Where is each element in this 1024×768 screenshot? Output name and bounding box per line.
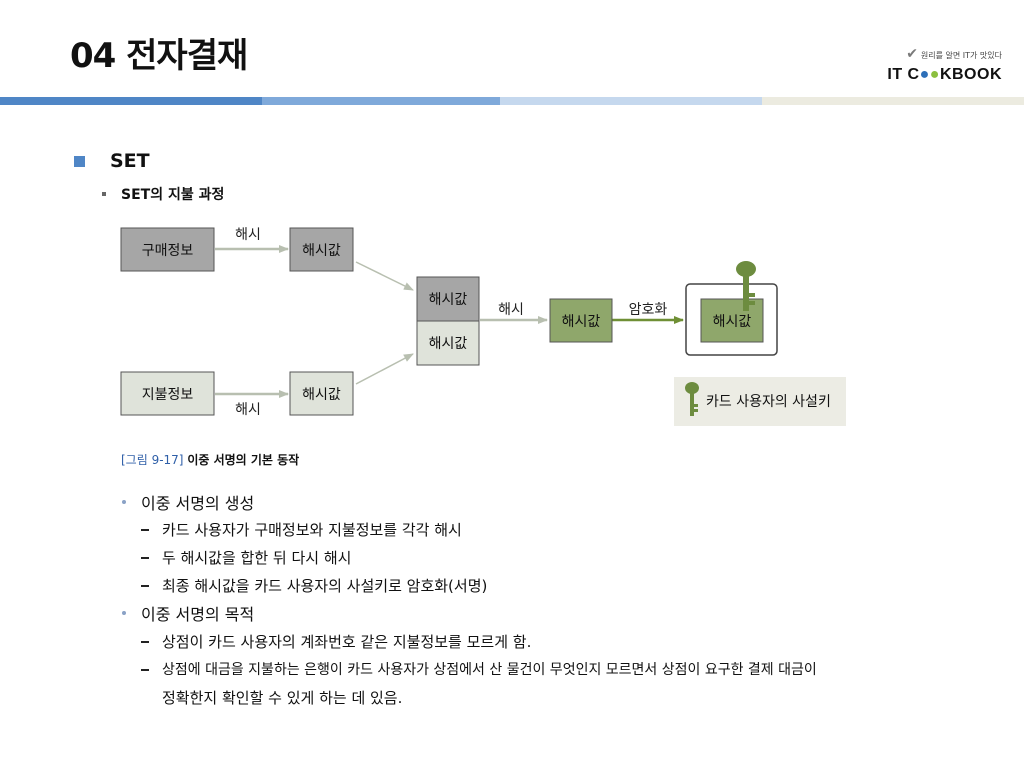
signed-value-box <box>700 298 764 343</box>
logo-brand-dot-green: ● <box>929 66 940 83</box>
stack-top-label: 해시값 <box>429 292 468 308</box>
bullet-2: 이중 서명의 목적 <box>141 605 255 624</box>
bullet-2-item-2-continued: 정확한지 확인할 수 있게 하는 데 있음. <box>162 689 403 707</box>
signed-value-label: 해시값 <box>713 314 752 330</box>
encrypt-label: 암호화 <box>629 302 668 318</box>
arrow-bottom-to-stack <box>355 353 414 385</box>
purchase-info-box <box>120 227 215 272</box>
logo-brand-dot-blue: ● <box>919 66 930 83</box>
page-title: 04 전자결재 <box>70 36 248 76</box>
small-square-bullet-icon <box>102 192 106 196</box>
bullet-dot-icon <box>122 500 126 504</box>
hash-value-top-box <box>289 227 354 272</box>
dash-icon <box>141 641 149 643</box>
figure-number: [그림 9-17] <box>121 453 184 467</box>
figure-caption-text: 이중 서명의 기본 동작 <box>187 453 300 467</box>
hash-label-mid: 해시 <box>498 302 524 318</box>
header-band-4 <box>762 97 1024 105</box>
stack-top-box <box>416 276 480 322</box>
bullet-1-item-3: 최종 해시값을 카드 사용자의 사설키로 암호화(서명) <box>162 577 488 595</box>
bullet-1: 이중 서명의 생성 <box>141 494 255 513</box>
hash-value-top-label: 해시값 <box>302 243 341 259</box>
logo-brand: IT C●●KBOOK <box>887 66 1002 84</box>
payment-info-box <box>120 371 215 416</box>
hash-value-bottom-box <box>289 371 354 416</box>
bullet-2-item-1: 상점이 카드 사용자의 계좌번호 같은 지불정보를 모르게 함. <box>162 633 532 651</box>
stack-bottom-box <box>416 320 480 366</box>
dash-icon <box>141 585 149 587</box>
section-subheading: SET의 지불 과정 <box>121 187 225 203</box>
arrow-top-to-stack <box>355 261 414 291</box>
figure-caption: [그림 9-17] 이중 서명의 기본 동작 <box>121 451 299 468</box>
key-legend-box <box>674 377 846 426</box>
key-legend-label: 카드 사용자의 사설키 <box>706 394 831 410</box>
dash-icon <box>141 669 149 671</box>
logo-tagline: 원리를 알면 IT가 맛있다 <box>920 51 1002 60</box>
private-key-icon <box>736 261 756 311</box>
header-band-2 <box>262 97 500 105</box>
header-band-1 <box>0 97 262 105</box>
legend-key-icon <box>685 382 699 416</box>
hash-value-mid-label: 해시값 <box>562 314 601 330</box>
dash-icon <box>141 557 149 559</box>
bullet-dot-icon <box>122 611 126 615</box>
logo-brand-a: IT C <box>887 66 920 83</box>
hash-label-bottom: 해시 <box>235 402 261 418</box>
check-icon: ✔ <box>906 46 918 62</box>
header-band-3 <box>500 97 762 105</box>
bullet-1-item-1: 카드 사용자가 구매정보와 지불정보를 각각 해시 <box>162 521 462 539</box>
section-heading: SET <box>110 150 150 172</box>
hash-value-bottom-label: 해시값 <box>302 387 341 403</box>
hash-value-mid-box <box>549 298 613 343</box>
dash-icon <box>141 529 149 531</box>
square-bullet-icon <box>74 156 85 167</box>
hash-label-top: 해시 <box>235 227 261 243</box>
payment-info-label: 지불정보 <box>142 387 194 403</box>
publisher-logo: ✔ 원리를 알면 IT가 맛있다 IT C●●KBOOK <box>862 46 1002 90</box>
purchase-info-label: 구매정보 <box>142 243 194 259</box>
bullet-1-item-2: 두 해시값을 합한 뒤 다시 해시 <box>162 549 352 567</box>
stack-bottom-label: 해시값 <box>429 336 468 352</box>
bullet-2-item-2: 상점에 대금을 지불하는 은행이 카드 사용자가 상점에서 산 물건이 무엇인지… <box>162 662 817 678</box>
logo-brand-b: KBOOK <box>939 66 1002 83</box>
